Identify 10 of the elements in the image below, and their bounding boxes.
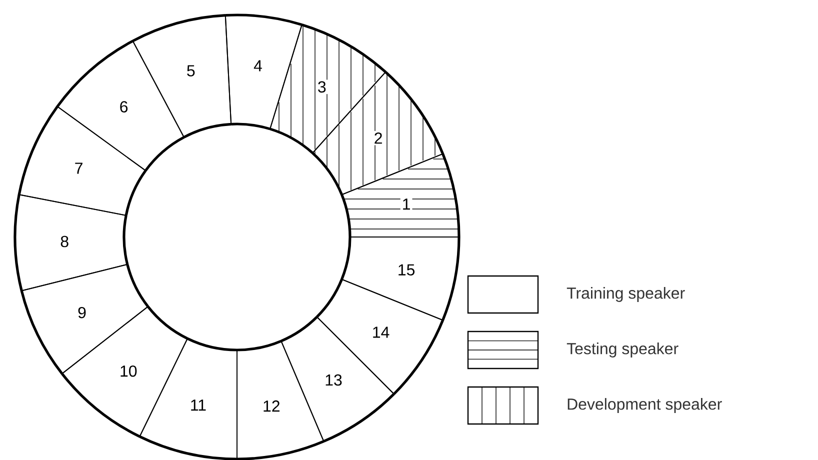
ring-segment: 1 (340, 153, 460, 238)
ring-segment: 11 (139, 337, 238, 460)
ring-segment: 4 (224, 14, 302, 130)
ring-segment: 8 (14, 194, 129, 292)
legend-label: Testing speaker (566, 342, 678, 358)
ring-segment: 15 (340, 236, 460, 321)
legend-label: Development speaker (568, 398, 722, 413)
ring-segment: 5 (132, 14, 232, 138)
legend-label: Training speaker (566, 287, 685, 302)
ring-segment: 12 (236, 340, 324, 460)
